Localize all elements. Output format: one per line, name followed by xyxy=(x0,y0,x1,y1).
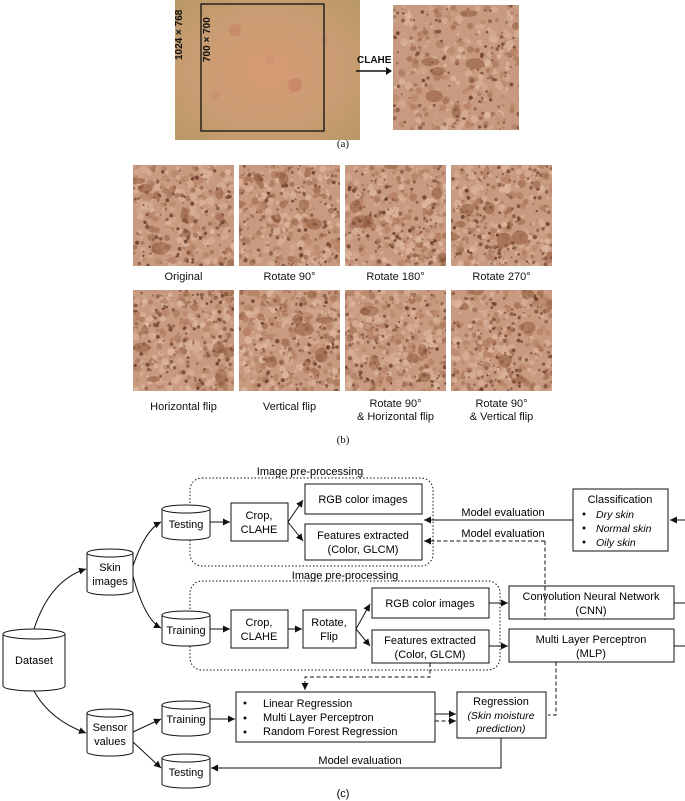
classification-dry-skin: Dry skin xyxy=(596,509,634,521)
sensor-training-label: Training xyxy=(166,714,205,726)
caption-rotate-90-hflip-line1: Rotate 90° xyxy=(369,398,422,410)
caption-rotate-180: Rotate 180° xyxy=(366,271,425,283)
classification-title: Classification xyxy=(588,494,653,506)
sensor-values-label-2: values xyxy=(94,736,126,748)
regression-sub2: prediction) xyxy=(475,723,525,735)
cnn-line2: (CNN) xyxy=(575,605,606,617)
features-training-line2: (Color, GLCM) xyxy=(395,649,466,661)
clahe-arrow xyxy=(356,67,392,75)
caption-rotate-90: Rotate 90° xyxy=(263,271,316,283)
regressor-random-forest: Random Forest Regression xyxy=(263,726,398,738)
rgb-images-testing-label: RGB color images xyxy=(318,494,408,506)
dataset-cylinder: Dataset xyxy=(2,628,66,692)
original-skin-image xyxy=(175,0,360,140)
skin-tile-rotate-90-vflip xyxy=(448,285,556,394)
mlp-line2: (MLP) xyxy=(576,648,606,660)
caption-rotate-270: Rotate 270° xyxy=(472,271,531,283)
preprocessing-title-testing: Image pre-processing xyxy=(257,466,363,478)
regression-title: Regression xyxy=(473,696,529,708)
caption-rotate-90-vflip-line2: & Vertical flip xyxy=(469,411,534,423)
crop-rectangle xyxy=(200,3,325,132)
features-testing-line1: Features extracted xyxy=(317,530,409,542)
skin-training-cylinder: Training xyxy=(161,610,211,647)
skin-tile-original xyxy=(128,162,238,272)
crop-clahe-training-line1: Crop, xyxy=(246,617,273,629)
rotate-flip-line2: Flip xyxy=(320,631,338,643)
rotate-flip-box: Rotate, Flip xyxy=(302,609,357,649)
regression-sub1: (Skin moisture xyxy=(467,710,534,722)
features-training-line1: Features extracted xyxy=(384,635,476,647)
skin-tile-rotate-90 xyxy=(235,162,344,269)
outer-size-label: 1024 × 768 xyxy=(174,9,185,60)
caption-vertical-flip: Vertical flip xyxy=(262,401,317,413)
model-evaluation-label-1: Model evaluation xyxy=(461,507,544,519)
dashed-connectors xyxy=(301,537,557,725)
skin-tile-rotate-90-hflip xyxy=(342,287,448,394)
skin-training-label: Training xyxy=(166,625,205,637)
model-evaluation-label-2: Model evaluation xyxy=(461,528,544,540)
caption-b: (b) xyxy=(336,434,350,446)
crop-clahe-training-line2: CLAHE xyxy=(241,631,278,643)
skin-tile-horizontal-flip xyxy=(130,284,237,394)
sensor-values-cylinder: Sensor values xyxy=(86,708,134,757)
mlp-line1: Multi Layer Perceptron xyxy=(536,634,647,646)
crop-clahe-box-training: Crop, CLAHE xyxy=(230,609,289,649)
mlp-box: Multi Layer Perceptron (MLP) xyxy=(508,628,675,663)
rgb-images-training-label: RGB color images xyxy=(385,598,475,610)
classification-oily-skin: Oily skin xyxy=(596,537,636,549)
classification-normal-skin: Normal skin xyxy=(596,523,652,535)
rotate-flip-line1: Rotate, xyxy=(311,617,346,629)
skin-images-label-1: Skin xyxy=(99,562,120,574)
skin-testing-cylinder: Testing xyxy=(161,504,211,541)
skin-tile-rotate-270 xyxy=(446,162,555,270)
crop-clahe-box-testing: Crop, CLAHE xyxy=(230,502,289,542)
connectors xyxy=(33,499,685,772)
clahe-result-image xyxy=(390,1,522,134)
crop-size-label: 700 × 700 xyxy=(202,17,213,62)
sensor-testing-label: Testing xyxy=(169,767,204,779)
caption-original: Original xyxy=(164,271,203,283)
preprocessing-region-testing xyxy=(189,477,434,567)
features-box-testing: Features extracted (Color, GLCM) xyxy=(304,523,423,561)
regression-box: Regression (Skin moisture prediction) xyxy=(456,691,547,739)
cnn-box: Convolution Neural Network (CNN) xyxy=(508,585,675,620)
features-box-training: Features extracted (Color, GLCM) xyxy=(371,629,490,664)
caption-a: (a) xyxy=(336,138,350,150)
crop-clahe-testing-line1: Crop, xyxy=(246,510,273,522)
regressor-mlp: Multi Layer Perceptron xyxy=(263,712,374,724)
model-evaluation-label-3: Model evaluation xyxy=(318,755,401,767)
caption-rotate-90-hflip-line2: & Horizontal flip xyxy=(356,411,435,423)
caption-horizontal-flip: Horizontal flip xyxy=(150,401,217,413)
classification-box: Classification Dry skin Normal skin Oily… xyxy=(572,488,669,552)
sensor-testing-cylinder: Testing xyxy=(161,753,211,789)
caption-rotate-90-vflip-line1: Rotate 90° xyxy=(475,398,528,410)
skin-testing-label: Testing xyxy=(169,519,204,531)
sensor-values-label-1: Sensor xyxy=(93,722,128,734)
rgb-images-box-training: RGB color images xyxy=(371,587,490,619)
rgb-images-box-testing: RGB color images xyxy=(304,483,423,515)
regressors-box: Linear Regression Multi Layer Perceptron… xyxy=(235,691,436,743)
skin-tile-rotate-180 xyxy=(341,162,450,270)
crop-clahe-testing-line2: CLAHE xyxy=(241,524,278,536)
sensor-training-cylinder: Training xyxy=(161,700,211,737)
dataset-label: Dataset xyxy=(15,655,53,667)
cnn-line1: Convolution Neural Network xyxy=(523,591,660,603)
clahe-label: CLAHE xyxy=(357,55,392,66)
skin-images-label-2: images xyxy=(92,576,128,588)
preprocessing-title-training: Image pre-processing xyxy=(292,570,398,582)
caption-c: (c) xyxy=(337,788,350,800)
features-testing-line2: (Color, GLCM) xyxy=(328,544,399,556)
skin-images-cylinder: Skin images xyxy=(86,548,134,596)
regressor-linear: Linear Regression xyxy=(263,698,352,710)
skin-tile-vertical-flip xyxy=(237,287,343,394)
panel-c-flowchart: Image pre-processing Image pre-processin… xyxy=(2,466,685,800)
